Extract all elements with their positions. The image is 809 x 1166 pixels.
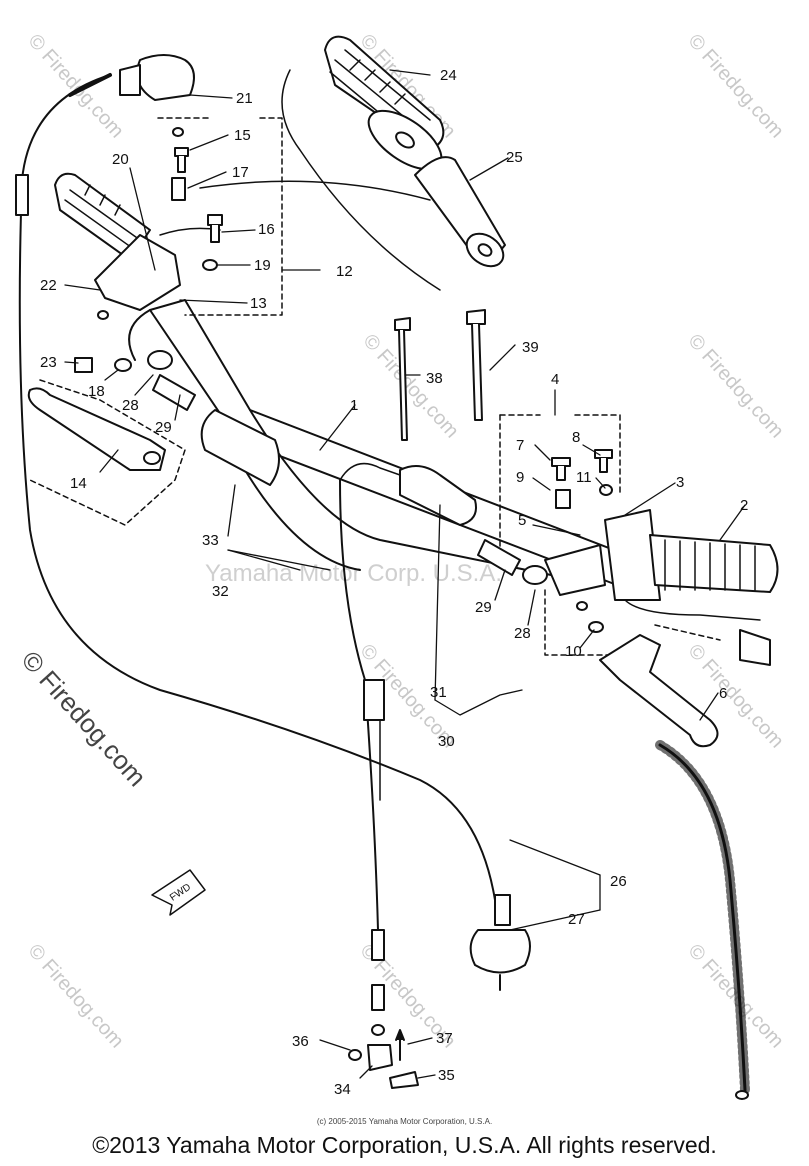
leader-lines: [64, 69, 746, 1079]
brake-lever: [599, 634, 719, 748]
lever-clamp: [147, 350, 606, 596]
callout-25: 25: [506, 149, 523, 166]
right-grip-assembly: [281, 35, 506, 291]
callout-19: 19: [254, 257, 271, 274]
adjuster-holder: [348, 1029, 419, 1089]
throttle-cable: [15, 73, 496, 901]
callout-7: 7: [516, 437, 524, 454]
callout-28a: 28: [122, 397, 139, 414]
clutch-cable: [339, 462, 401, 1036]
callout-26: 26: [610, 873, 627, 890]
callout-35: 35: [438, 1067, 455, 1084]
throttle-housing-right: [604, 509, 779, 666]
callout-17: 17: [232, 164, 249, 181]
hardware-bolts: [74, 127, 613, 633]
callout-23: 23: [40, 354, 57, 371]
callout-31: 31: [430, 684, 447, 701]
copyright-small: (c) 2005-2015 Yamaha Motor Corporation, …: [316, 1117, 493, 1126]
callout-38: 38: [426, 370, 443, 387]
callout-16: 16: [258, 221, 275, 238]
clutch-lever: [27, 387, 166, 471]
handlebar-pads: [200, 409, 477, 526]
callout-33: 33: [202, 532, 219, 549]
callout-24: 24: [440, 67, 457, 84]
callout-39: 39: [522, 339, 539, 356]
callout-22: 22: [40, 277, 57, 294]
callout-3: 3: [676, 474, 684, 491]
callout-20: 20: [112, 151, 129, 168]
callout-8: 8: [572, 429, 580, 446]
watermark-center-text: Yamaha Motor Corp. U.S.A.: [205, 560, 502, 587]
callout-30: 30: [438, 733, 455, 750]
callout-6: 6: [719, 685, 727, 702]
callout-15: 15: [234, 127, 251, 144]
callout-numbers: 1 2 3 4 5 6 7 8 9 10 11 12 13 14 15 16 1…: [40, 67, 748, 1098]
callout-11: 11: [576, 469, 592, 486]
fwd-arrow-icon: FWD: [151, 869, 206, 916]
brake-cable: [655, 740, 750, 1100]
left-grip-assembly: [54, 54, 431, 311]
callout-1: 1: [350, 397, 358, 414]
callout-14: 14: [70, 475, 87, 492]
cable-ties: [394, 309, 486, 441]
callout-27: 27: [568, 911, 585, 928]
callout-28b: 28: [514, 625, 531, 642]
callout-37: 37: [436, 1030, 453, 1047]
callout-34: 34: [334, 1081, 351, 1098]
footer-copyright: ©2013 Yamaha Motor Corporation, U.S.A. A…: [92, 1132, 717, 1158]
callout-4: 4: [551, 371, 559, 388]
callout-12: 12: [336, 263, 353, 280]
callout-21: 21: [236, 90, 253, 107]
callout-32: 32: [212, 583, 229, 600]
callout-9: 9: [516, 469, 524, 486]
callout-13: 13: [250, 295, 267, 312]
callout-36: 36: [292, 1033, 309, 1050]
callout-29b: 29: [475, 599, 492, 616]
callout-10: 10: [565, 643, 582, 660]
callout-5: 5: [518, 512, 526, 529]
callout-18: 18: [88, 383, 105, 400]
cable-grommet: [469, 894, 531, 991]
callout-2: 2: [740, 497, 748, 514]
callout-29a: 29: [155, 419, 172, 436]
